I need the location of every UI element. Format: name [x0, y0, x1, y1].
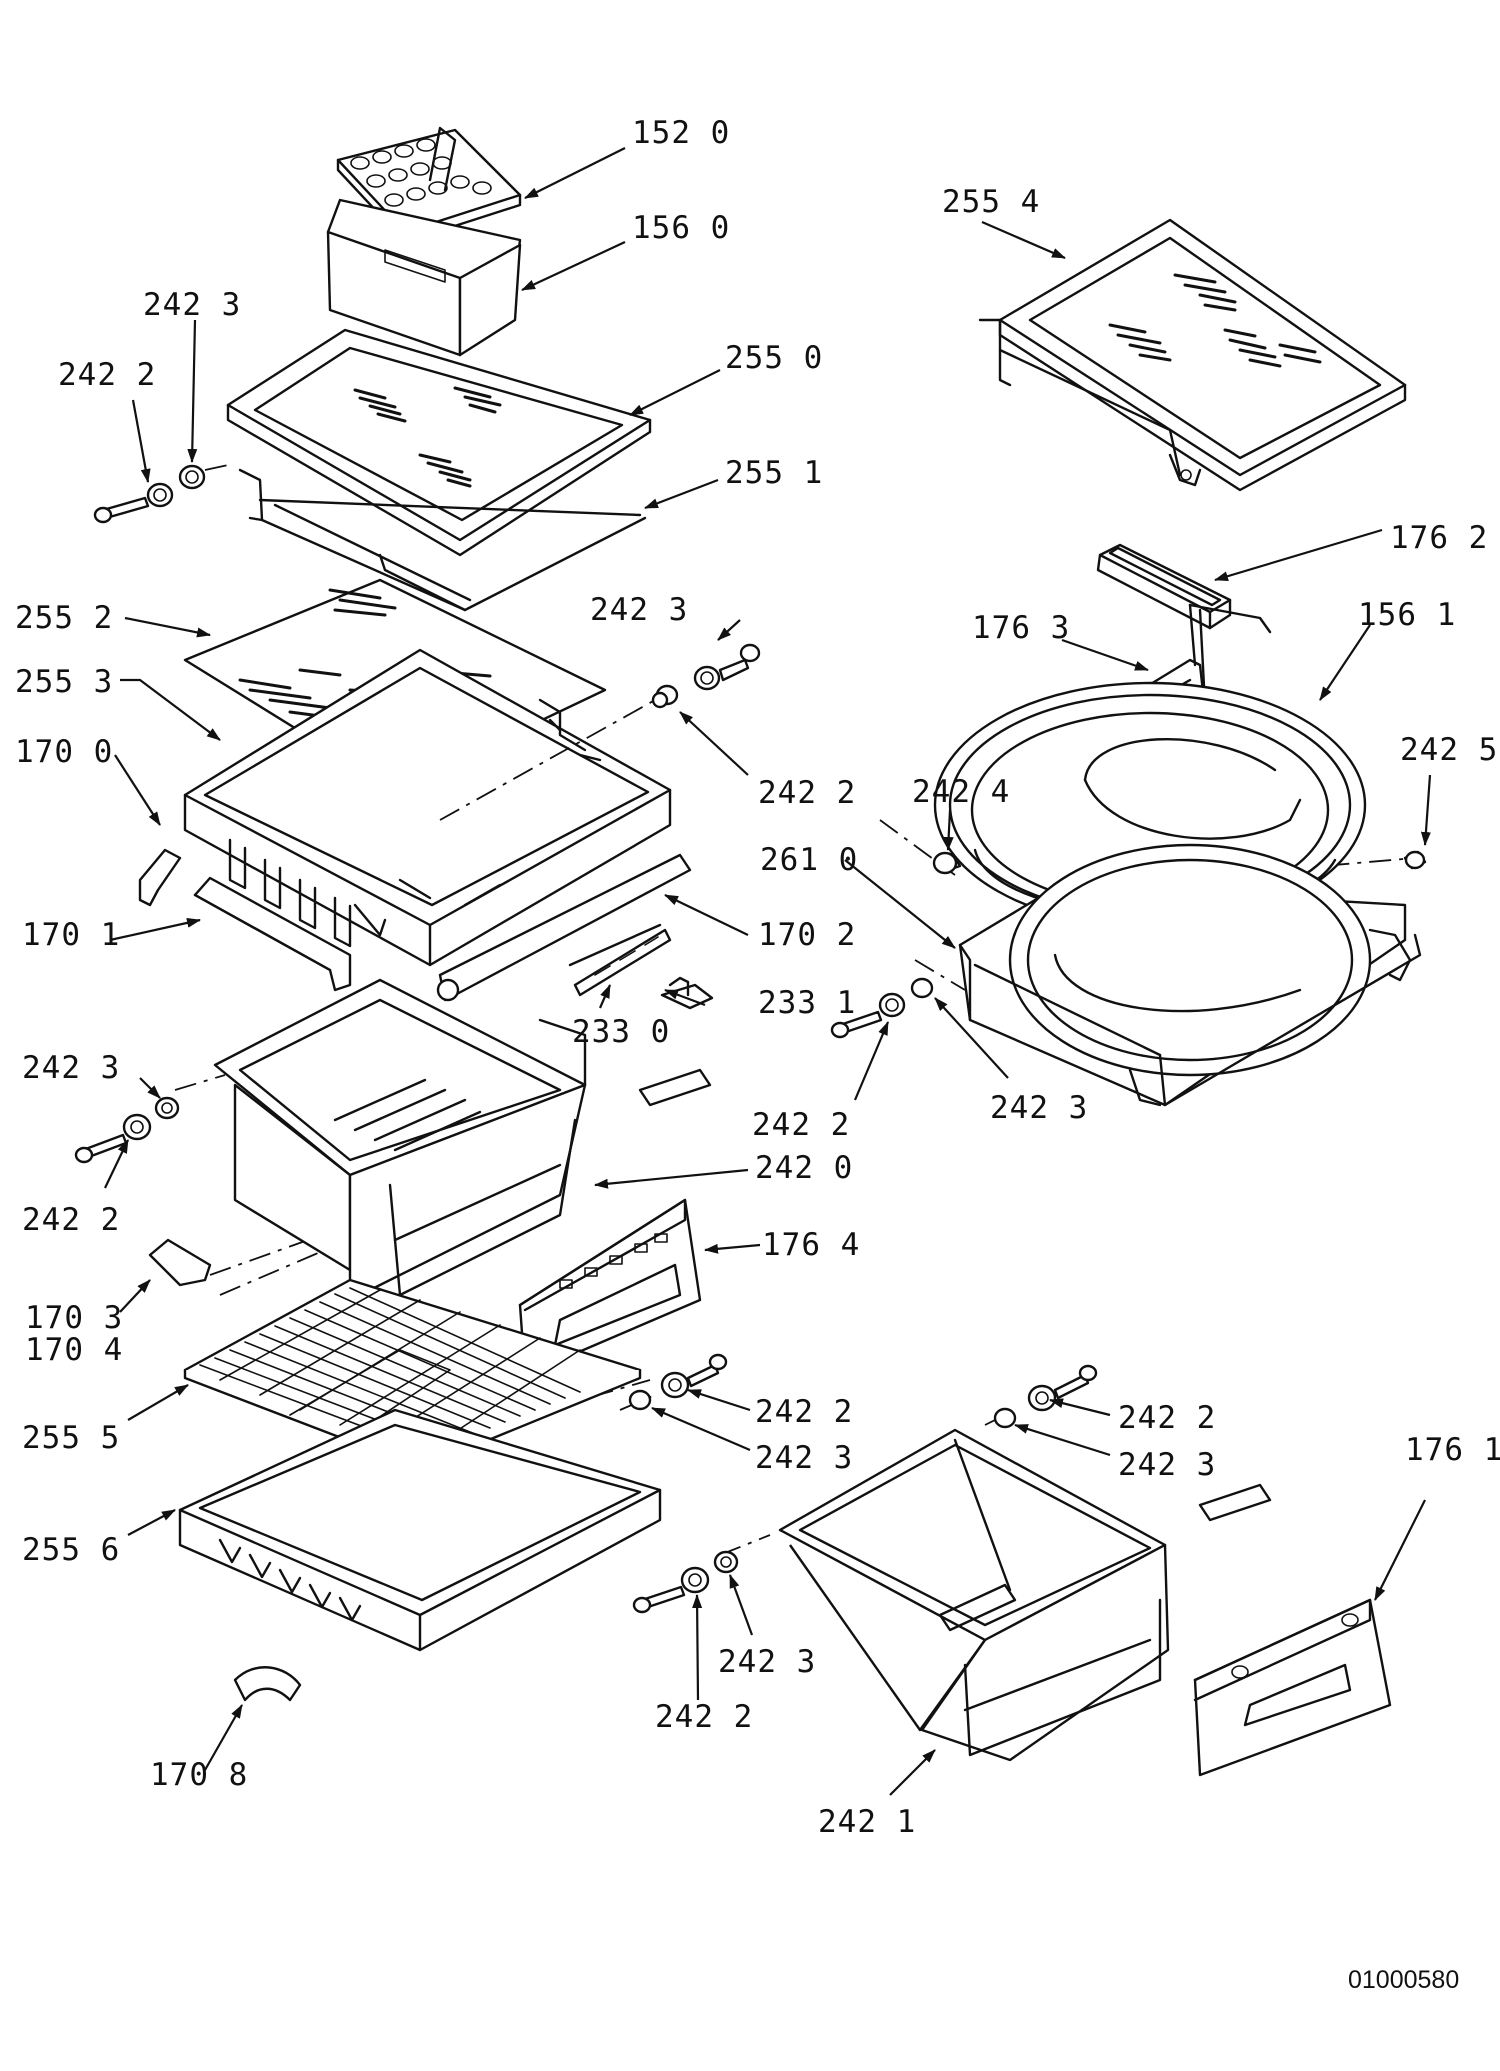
- callout-255-1: 255 1: [725, 455, 823, 491]
- callout-242-1: 242 1: [818, 1804, 916, 1840]
- callout-242-3-b: 242 3: [590, 592, 688, 628]
- callout-242-3-f: 242 3: [1118, 1447, 1216, 1483]
- callout-255-6: 255 6: [22, 1532, 120, 1568]
- callout-242-2-d: 242 2: [755, 1394, 853, 1430]
- part-glass-shelf-right: [978, 218, 1407, 492]
- part-clip-small: [148, 1238, 212, 1287]
- part-clip-curved: [233, 1666, 302, 1702]
- part-shelf-frame: [238, 468, 647, 612]
- callout-170-2: 170 2: [758, 917, 856, 953]
- callout-242-5: 242 5: [1400, 732, 1498, 768]
- callout-233-1: 233 1: [758, 985, 856, 1021]
- callout-255-0: 255 0: [725, 340, 823, 376]
- part-bracket-left: [138, 848, 182, 907]
- callout-242-3-c: 242 3: [22, 1050, 120, 1086]
- part-divider-panel: [1096, 543, 1232, 630]
- part-round-bin-base: [958, 843, 1422, 1107]
- document-id: 01000580: [1348, 1966, 1459, 1994]
- callout-242-2-c: 242 2: [22, 1202, 120, 1238]
- part-rail-right: [436, 853, 692, 1002]
- part-egg-tray-lid: [336, 126, 522, 244]
- callout-170-0: 170 0: [15, 734, 113, 770]
- part-screw-group-e: [830, 850, 1427, 1039]
- callout-242-2-b: 242 2: [758, 775, 856, 811]
- part-crisper-drawer: [213, 978, 587, 1302]
- callout-242-2-f: 242 2: [1118, 1400, 1216, 1436]
- callout-170-4: 170 4: [25, 1332, 123, 1368]
- callout-261-0: 261 0: [760, 842, 858, 878]
- part-control-strip: [463, 883, 672, 997]
- part-lower-bin: [778, 1428, 1170, 1762]
- callout-255-3: 255 3: [15, 664, 113, 700]
- callout-170-1: 170 1: [22, 917, 120, 953]
- callout-242-3-d: 242 3: [755, 1440, 853, 1476]
- callout-255-5: 255 5: [22, 1420, 120, 1456]
- callout-242-3-g: 242 3: [718, 1644, 816, 1680]
- part-rail-left: [193, 876, 352, 992]
- part-screw-group-b: [93, 464, 206, 524]
- part-lower-drawer-front: [1193, 1598, 1392, 1777]
- part-screw-group-g: [632, 1550, 739, 1614]
- part-screw-group-c: [74, 1096, 180, 1164]
- callout-242-0: 242 0: [755, 1150, 853, 1186]
- callout-255-4: 255 4: [942, 184, 1040, 220]
- part-label-plate-right: [1198, 1483, 1272, 1522]
- callout-156-1: 156 1: [1358, 597, 1456, 633]
- callout-255-2: 255 2: [15, 600, 113, 636]
- callout-176-4: 176 4: [762, 1227, 860, 1263]
- callout-arrows: [104, 147, 1432, 1796]
- callout-176-3: 176 3: [972, 610, 1070, 646]
- callout-170-8: 170 8: [150, 1757, 248, 1793]
- part-screw-group-f: [993, 1364, 1098, 1429]
- part-crisper-frame: [178, 1408, 662, 1652]
- part-slide-clip: [660, 976, 714, 1010]
- part-label-plate: [638, 1068, 712, 1107]
- callout-233-0: 233 0: [572, 1014, 670, 1050]
- part-crisper-cover: [183, 648, 672, 967]
- callout-242-2-a: 242 2: [58, 357, 156, 393]
- callout-labels: 152 0 156 0 255 0 255 1 242 3 242 2 255 …: [15, 115, 1500, 1840]
- part-screw-group-d: [628, 1353, 728, 1411]
- part-screw-group-a: [651, 643, 761, 709]
- callout-242-2-e: 242 2: [752, 1107, 850, 1143]
- callout-176-1: 176 1: [1405, 1432, 1500, 1468]
- callout-152-0: 152 0: [632, 115, 730, 151]
- callout-156-0: 156 0: [632, 210, 730, 246]
- callout-242-3-a: 242 3: [143, 287, 241, 323]
- callout-242-2-g: 242 2: [655, 1699, 753, 1735]
- callout-176-2: 176 2: [1390, 520, 1488, 556]
- callout-242-3-e: 242 3: [990, 1090, 1088, 1126]
- part-storage-bin: [326, 198, 522, 357]
- part-glass-shelf-upper: [226, 328, 652, 557]
- callout-242-4: 242 4: [912, 774, 1010, 810]
- callout-170-3: 170 3: [25, 1300, 123, 1336]
